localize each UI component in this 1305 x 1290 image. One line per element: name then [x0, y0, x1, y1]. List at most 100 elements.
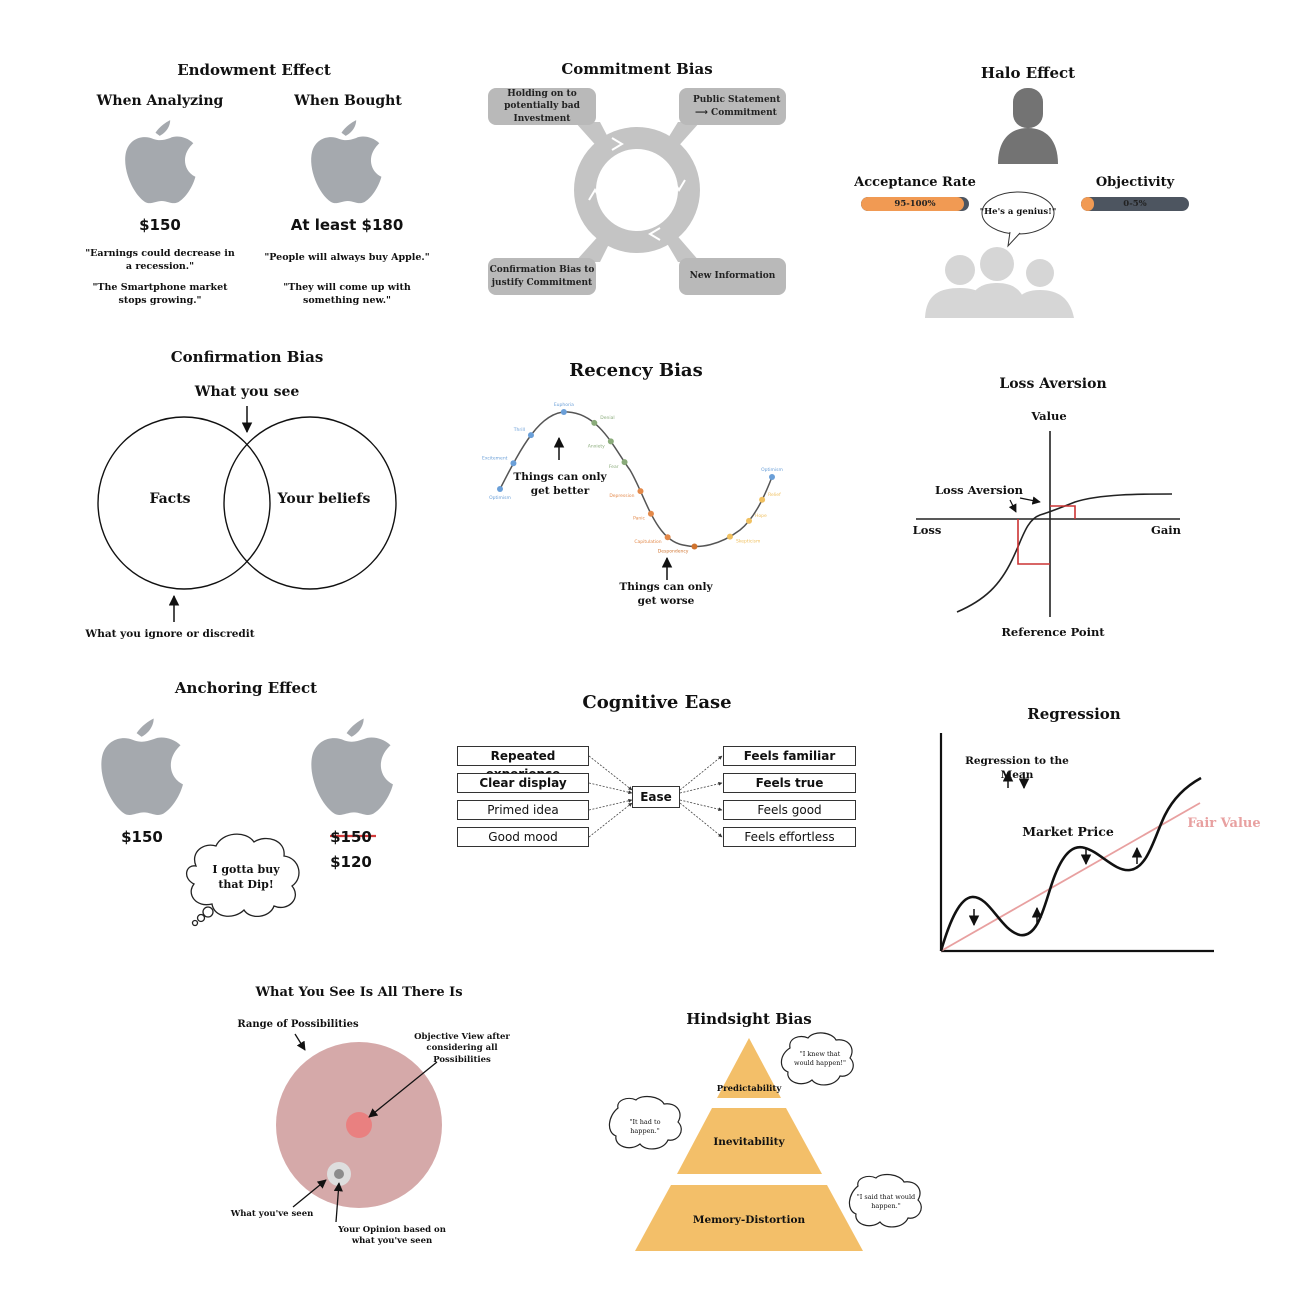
- commitment-title: Commitment Bias: [561, 60, 713, 78]
- box-public-statement-line1: Public Statement: [693, 95, 781, 106]
- level-inevitability: Inevitability: [713, 1136, 785, 1148]
- label-facts: Facts: [149, 491, 191, 507]
- label-objective-view: Objective View after considering all Pos…: [414, 1032, 510, 1065]
- level-memory-distortion: Memory-Distortion: [692, 1214, 806, 1226]
- quote-something-new: "They will come up with something new.": [283, 282, 411, 306]
- confirmation-title: Confirmation Bias: [170, 348, 324, 366]
- stage-dot: [726, 533, 733, 540]
- apple-icon-anchor-left: [101, 718, 183, 815]
- label-your-opinion: Your Opinion based on what you've seen: [338, 1225, 446, 1247]
- stage-dot: [560, 409, 567, 416]
- axis-value-label: Value: [1031, 409, 1067, 423]
- center-ease: Ease: [632, 786, 680, 808]
- arrow-loss-aversion-2: [1008, 499, 1017, 513]
- stage-dot: [691, 543, 698, 550]
- arrow-loss-aversion-1: [1019, 496, 1041, 505]
- cognitive-ease-title: Cognitive Ease: [582, 692, 732, 713]
- stage-label: Optimism: [761, 467, 783, 473]
- stage-dot: [621, 459, 628, 466]
- anchor-left-price: $150: [121, 828, 163, 846]
- acceptance-rate-value: 95-100%: [894, 199, 936, 209]
- endowment-title: Endowment Effect: [177, 61, 331, 79]
- stage-dot: [637, 488, 644, 495]
- right-arrow-icon: ⟶: [695, 107, 712, 118]
- box-confirmation-justify: Confirmation Bias to justify Commitment: [488, 258, 596, 295]
- objectivity-label: Objectivity: [1095, 175, 1175, 190]
- regression-axes: [939, 733, 1214, 953]
- label-what-youve-seen: What you've seen: [230, 1209, 314, 1219]
- box-new-information-label: New Information: [689, 271, 776, 282]
- input-repeated-experience: Repeated experience: [457, 746, 589, 781]
- stage-label: Denial: [600, 415, 614, 421]
- stage-dot: [497, 486, 503, 492]
- anchor-old-price: $150: [330, 828, 372, 846]
- input-primed-idea: Primed idea: [457, 800, 589, 820]
- crowd-icon: [925, 247, 1074, 318]
- annotation-get-better: Things can only get better: [513, 471, 607, 498]
- objectivity-bar: 0-5%: [1081, 197, 1189, 211]
- apple-icon-anchor-right: [311, 718, 393, 815]
- stage-label: Skepticism: [736, 539, 760, 545]
- box-holding-investment: Holding on to potentially bad Investment: [488, 88, 596, 125]
- label-fair-value: Fair Value: [1187, 816, 1261, 831]
- acceptance-rate-label: Acceptance Rate: [854, 175, 976, 190]
- apple-icon-bought: [311, 120, 382, 204]
- thought-buy-dip: I gotta buy that Dip!: [212, 863, 280, 891]
- arrow-range: [294, 1033, 306, 1051]
- arrow-opinion: [333, 1182, 343, 1223]
- venn-circle-beliefs: [223, 416, 397, 590]
- level-predictability: Predictability: [716, 1084, 782, 1094]
- quote-knew-it: "I knew that would happen!": [794, 1050, 846, 1067]
- stage-label: Capitulation: [634, 539, 661, 545]
- label-range-possibilities: Range of Possibilities: [237, 1019, 359, 1030]
- stage-label: Optimism: [489, 495, 511, 501]
- output-feels-good: Feels good: [723, 800, 856, 820]
- regression-title: Regression: [1027, 705, 1121, 723]
- loss-aversion-pointer-label: Loss Aversion: [934, 483, 1024, 497]
- your-opinion-dot: [334, 1169, 344, 1179]
- arrow-seen: [292, 1179, 327, 1208]
- stage-label: Excitement: [482, 455, 508, 461]
- speech-bubble-halo: [981, 191, 1055, 248]
- objective-view-dot: [346, 1112, 372, 1138]
- quote-had-to-happen: "It had to happen.": [629, 1118, 661, 1135]
- price-bought: At least $180: [290, 216, 404, 234]
- regression-arrows: [968, 770, 1143, 927]
- box-public-statement-line2: ⟶ Commitment: [693, 107, 777, 119]
- objectivity-value: 0-5%: [1123, 199, 1147, 209]
- loss-aversion-axes: [916, 431, 1180, 617]
- stage-dot: [607, 438, 614, 445]
- value-function-curve: [956, 493, 1173, 613]
- stage-label: Relief: [768, 492, 781, 498]
- venn-circle-facts: [97, 416, 271, 590]
- market-cycle-stages: OptimismExcitementThrillEuphoriaDenialAn…: [482, 402, 783, 554]
- box-commitment-label: Commitment: [711, 107, 777, 118]
- annotation-get-worse: Things can only get worse: [619, 581, 713, 608]
- quote-smartphone-market: "The Smartphone market stops growing.": [92, 282, 228, 306]
- cognitive-ease-arrows: [588, 755, 723, 838]
- recency-title: Recency Bias: [569, 360, 703, 381]
- label-what-you-see: What you see: [194, 384, 300, 400]
- stage-label: Panic: [633, 516, 645, 522]
- thought-bubble-dip: [186, 833, 300, 927]
- box-confirmation-justify-label: Confirmation Bias to justify Commitment: [489, 265, 595, 288]
- reference-point-label: Reference Point: [1001, 625, 1105, 639]
- quote-said-it: "I said that would happen.": [856, 1193, 916, 1210]
- stage-label: Anxiety: [588, 443, 605, 449]
- stage-label: Depression: [609, 493, 634, 499]
- stage-dot: [647, 510, 654, 517]
- commitment-cycle-ring: [574, 122, 700, 262]
- label-regression-mean: Regression to the Mean: [965, 755, 1069, 782]
- halo-title: Halo Effect: [980, 64, 1076, 82]
- output-feels-true: Feels true: [723, 773, 856, 793]
- price-analyzing: $150: [139, 216, 181, 234]
- stage-dot: [510, 460, 517, 467]
- quote-recession: "Earnings could decrease in a recession.…: [85, 248, 235, 272]
- arrow-objective: [368, 1061, 438, 1118]
- input-good-mood: Good mood: [457, 827, 589, 847]
- label-ignore-discredit: What you ignore or discredit: [85, 628, 255, 640]
- stage-label: Hope: [755, 513, 767, 519]
- axis-gain-label: Gain: [1150, 523, 1182, 537]
- stage-dot: [746, 517, 753, 524]
